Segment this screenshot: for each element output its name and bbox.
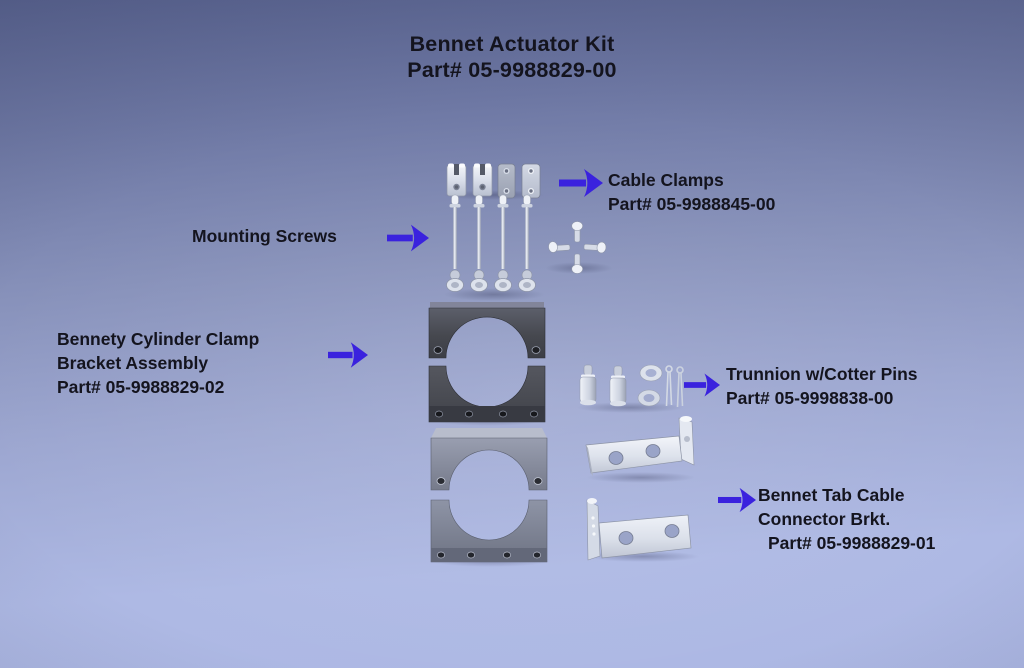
washer [639,364,663,382]
trunnion-label: Trunnion w/Cotter Pins Part# 05-9998838-… [726,362,918,410]
trunnion-parts [579,364,684,408]
mounting-screws-part [446,194,536,292]
trunnion-part-number: Part# 05-9998838-00 [726,388,894,408]
mounting-screws-name: Mounting Screws [192,226,337,246]
tab-bracket-label: Bennet Tab Cable Connector Brkt. Part# 0… [758,483,935,555]
bracket-hole [618,531,634,545]
cable-clamps-name: Cable Clamps [608,170,724,190]
dark-clamp-top-half [428,302,546,359]
bracket-flange [586,499,601,561]
trunnion-name: Trunnion w/Cotter Pins [726,364,918,384]
mounting-screw [470,194,488,292]
angle-bracket-bottom-part [586,498,692,561]
bracket-hole [645,444,661,458]
bracket-assembly-name-2: Bracket Assembly [57,353,209,373]
bracket-assembly-label: Bennety Cylinder Clamp Bracket Assembly … [57,327,259,399]
light-clamp-top-half [430,428,548,491]
kit-title: Bennet Actuator Kit [409,32,615,56]
kit-part-number: Part# 05-9988829-00 [407,57,617,82]
mounting-screw [446,194,464,292]
trunnion-arrow-icon [684,373,720,397]
cotter-pin [676,366,684,408]
mounting-screws-label: Mounting Screws [192,224,337,248]
cotter-pin [665,365,673,407]
angle-bracket-top-part [585,416,695,476]
saddle-clamp [472,163,493,197]
mounting-screw [518,194,536,292]
mounting-screw [494,194,512,292]
cable-clamps-arrow-icon [559,169,603,197]
bracket-assembly-arrow-icon [328,342,368,368]
saddle-clamp [446,163,467,197]
trunnion-pin [609,365,627,407]
machine-screws-cross-part [548,221,607,274]
clamp-plate [497,163,516,199]
clamp-plate [521,163,541,199]
cylinder-clamp-dark-part [428,302,546,423]
bracket-plate [585,435,683,474]
light-clamp-bottom-half [430,499,548,563]
bracket-assembly-name-1: Bennety Cylinder Clamp [57,329,260,349]
bracket-hole [664,524,680,538]
page-title: Bennet Actuator Kit Part# 05-9988829-00 [0,32,1024,83]
mounting-screws-arrow-icon [387,224,429,252]
tab-bracket-part-number: Part# 05-9988829-01 [768,533,936,553]
bracket-plate [598,514,692,559]
dark-clamp-bottom-half [428,365,546,423]
tab-bracket-name-2: Connector Brkt. [758,509,891,529]
bracket-hole [608,451,624,465]
cable-clamps-label: Cable Clamps Part# 05-9988845-00 [608,168,775,216]
cylinder-clamp-light-part [430,428,548,563]
tab-bracket-name-1: Bennet Tab Cable [758,485,905,505]
washer [637,389,661,407]
cable-clamps-part-number: Part# 05-9988845-00 [608,194,776,214]
trunnion-pin [579,364,597,406]
bracket-assembly-part-number: Part# 05-9988829-02 [57,377,225,397]
tab-bracket-arrow-icon [718,487,756,513]
cable-clamps-part [446,163,541,199]
